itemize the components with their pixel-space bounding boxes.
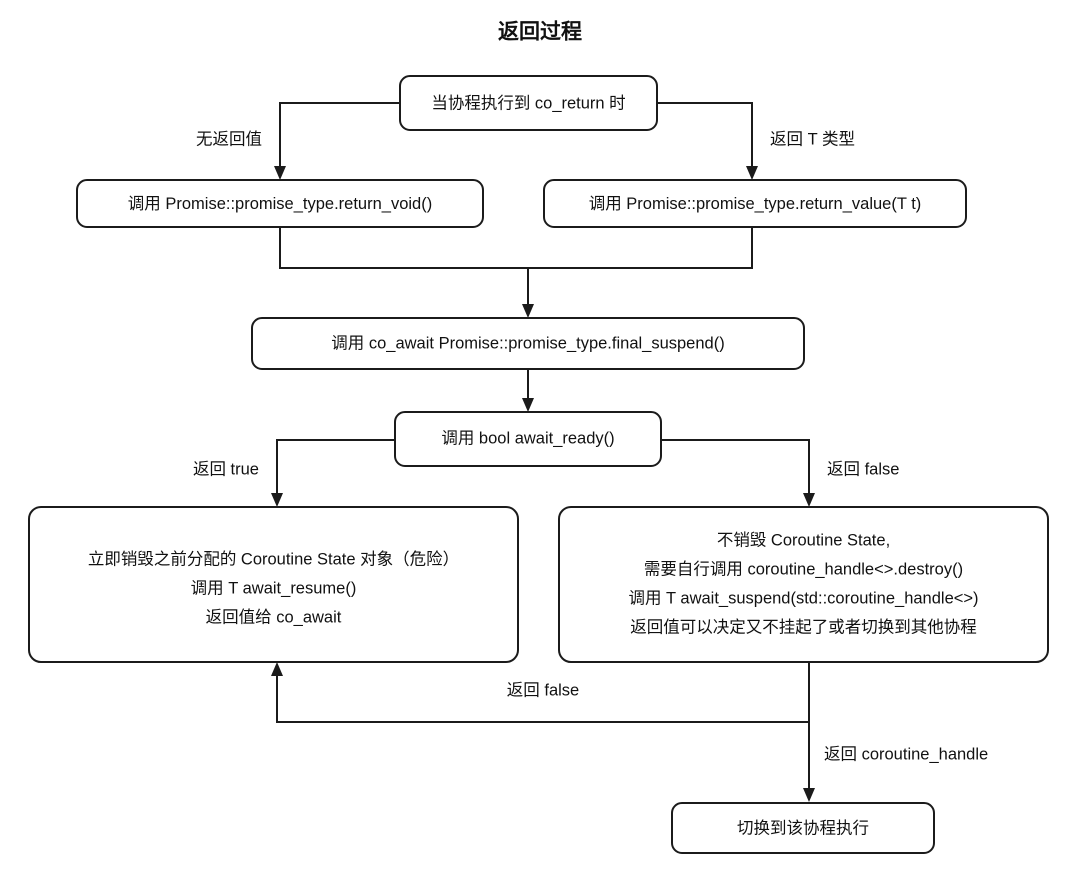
node-box[interactable]: [558, 506, 1049, 663]
edge-path: [279, 102, 400, 168]
node-return-value-label: 调用 Promise::promise_type.return_value(T …: [589, 194, 922, 213]
arrow-head-icon: [803, 493, 815, 507]
edge-return-value-to-merge: [528, 227, 753, 269]
node-co-return-label: 当协程执行到 co_return 时: [431, 93, 625, 112]
node-return-value[interactable]: 调用 Promise::promise_type.return_value(T …: [543, 179, 967, 228]
node-box[interactable]: [28, 506, 519, 663]
node-final-suspend[interactable]: 调用 co_await Promise::promise_type.final_…: [251, 317, 805, 370]
edge-label-layer: 无返回值 返回 T 类型 返回 true 返回 false 返回 false 返…: [193, 129, 988, 763]
node-await-ready-label: 调用 bool await_ready(): [441, 428, 614, 447]
node-ready-true[interactable]: 立即销毁之前分配的 Coroutine State 对象（危险） 调用 T aw…: [28, 506, 519, 663]
node-await-ready[interactable]: 调用 bool await_ready(): [394, 411, 662, 467]
edge-merge-to-final-suspend: [522, 268, 534, 318]
edge-path: [276, 439, 395, 495]
edge-final-suspend-to-await-ready: [522, 369, 534, 412]
node-box[interactable]: [76, 179, 484, 228]
node-ready-false-line4: 返回值可以决定又不挂起了或者切换到其他协程: [630, 617, 977, 636]
node-box[interactable]: [543, 179, 967, 228]
node-final-suspend-label: 调用 co_await Promise::promise_type.final_…: [331, 333, 724, 352]
arrow-head-icon: [803, 788, 815, 802]
edge-path: [661, 439, 810, 495]
edge-suspend-returns-handle: [803, 660, 815, 802]
edge-path: [657, 102, 753, 168]
page-title: 返回过程: [498, 20, 582, 44]
edge-return-t-type: [657, 102, 758, 180]
node-switch-coroutine[interactable]: 切换到该协程执行: [671, 802, 935, 854]
arrow-head-icon: [274, 166, 286, 180]
node-ready-false-line1: 不销毁 Coroutine State,: [717, 530, 890, 549]
arrow-head-icon: [746, 166, 758, 180]
edge-ready-returns-true: [271, 439, 395, 507]
node-box[interactable]: [394, 411, 662, 467]
arrow-head-icon: [522, 304, 534, 318]
node-co-return[interactable]: 当协程执行到 co_return 时: [399, 75, 658, 131]
edge-label-suspend-returns-handle: 返回 coroutine_handle: [824, 744, 988, 763]
edge-label-return-t-type: 返回 T 类型: [770, 129, 855, 148]
node-layer: 当协程执行到 co_return 时 调用 Promise::promise_t…: [28, 75, 1049, 854]
node-ready-false-line2: 需要自行调用 coroutine_handle<>.destroy(): [644, 559, 963, 578]
arrow-head-icon: [271, 493, 283, 507]
edge-ready-returns-false: [661, 439, 815, 507]
node-ready-false-line3: 调用 T await_suspend(std::coroutine_handle…: [628, 588, 978, 607]
node-ready-false[interactable]: 不销毁 Coroutine State, 需要自行调用 coroutine_ha…: [558, 506, 1049, 663]
node-return-void-label: 调用 Promise::promise_type.return_void(): [128, 194, 432, 213]
edge-no-return-value: [274, 102, 400, 180]
edge-return-void-to-merge: [279, 227, 528, 269]
node-ready-true-line1: 立即销毁之前分配的 Coroutine State 对象（危险）: [88, 549, 459, 568]
node-box[interactable]: [251, 317, 805, 370]
arrow-head-icon: [522, 398, 534, 412]
arrow-head-icon: [271, 662, 283, 676]
edge-label-no-return-value: 无返回值: [196, 129, 262, 148]
node-ready-true-line2: 调用 T await_resume(): [191, 578, 357, 597]
node-ready-true-line3: 返回值给 co_await: [206, 607, 342, 626]
edge-label-ready-returns-false: 返回 false: [827, 459, 899, 478]
node-return-void[interactable]: 调用 Promise::promise_type.return_void(): [76, 179, 484, 228]
edge-label-ready-returns-true: 返回 true: [193, 459, 259, 478]
edge-layer: [271, 102, 815, 802]
node-switch-coroutine-label: 切换到该协程执行: [737, 818, 869, 837]
node-box[interactable]: [671, 802, 935, 854]
edge-label-suspend-returns-false: 返回 false: [507, 680, 579, 699]
node-box[interactable]: [399, 75, 658, 131]
